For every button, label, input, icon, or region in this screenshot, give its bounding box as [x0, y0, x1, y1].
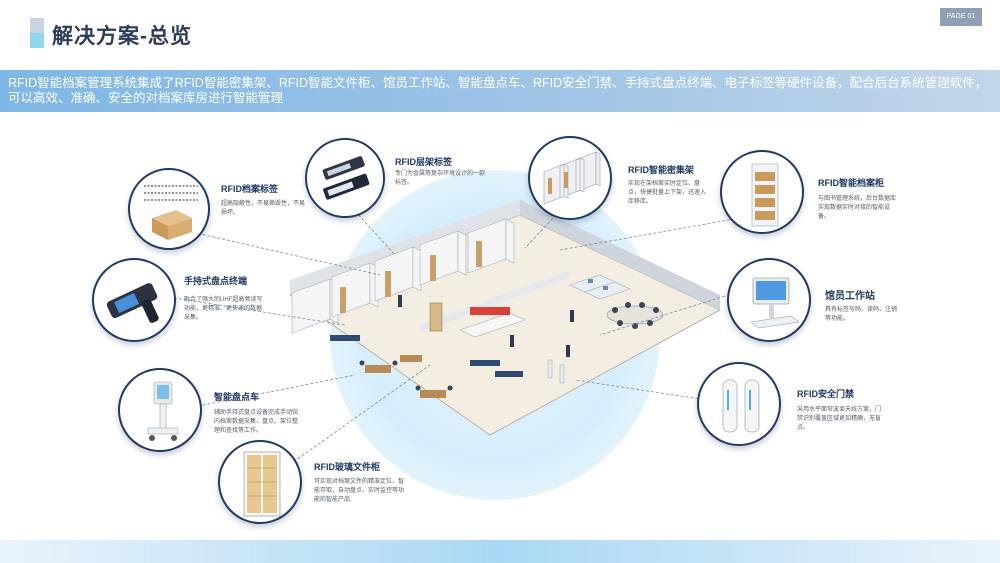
archive-cabinet-title: RFID智能档案柜	[818, 178, 884, 188]
title-accent-mark	[30, 18, 44, 48]
intro-text: RFID智能档案管理系统集成了RFID智能密集架、RFID智能文件柜、馆员工作站…	[8, 76, 993, 106]
handheld-image	[92, 258, 176, 342]
handheld-title: 手持式盘点终端	[184, 276, 248, 286]
gate-title: RFID安全门禁	[797, 389, 854, 399]
workstation-image	[727, 258, 811, 342]
archive-tag-title: RFID档案标签	[221, 184, 278, 194]
shelf-tag-desc: 专门为金属等复杂环境设计的一款标签。	[395, 171, 486, 186]
workstation-desc: 具有标签写码、读码、注销等功能。	[825, 307, 898, 322]
dense-rack-desc: 实现在架档案实时定位、盘点，快捷批量上下架，迅速入库移库。	[628, 181, 707, 205]
intro-line-1: RFID智能档案管理系统集成了RFID智能密集架、RFID智能文件柜、馆员工作站…	[8, 76, 988, 90]
gate-desc: 采用水平面窄波束天线方案，门禁识别覆盖区域更加精确，无盲点。	[797, 407, 882, 431]
archive-cabinet-image	[720, 150, 804, 234]
page-title: 解决方案-总览	[52, 25, 192, 48]
dense-rack-title: RFID智能密集架	[628, 165, 694, 175]
dense-rack-image	[528, 136, 612, 220]
archive-tag-desc: 超高隐蔽性，不易撕毁性，不易损坏。	[221, 201, 306, 216]
glass-cabinet-title: RFID玻璃文件柜	[314, 462, 380, 472]
shelf-tag-title: RFID层架标签	[395, 157, 452, 167]
glass-cabinet-image	[218, 440, 302, 524]
glass-cabinet-desc: 可实现对档案文件的精准定位、智能存取、自动盘点、实时监控等功能的智能产品	[314, 479, 405, 503]
cart-image	[118, 368, 202, 452]
workstation-title: 馆员工作站	[825, 291, 875, 302]
cart-title: 智能盘点车	[214, 392, 260, 402]
cart-desc: 辅助手持式盘点设备完成手动馆内档案数据采集、盘点、架位整理和查找等工作。	[214, 410, 299, 434]
intro-band	[0, 70, 1000, 112]
handheld-desc: 融合了强大的UHF超高频读写功能，更精准、更快速的数据采集。	[184, 297, 263, 321]
intro-line-2: 可以高效、准确、安全的对档案库房进行智能管理	[8, 91, 284, 105]
archive-cabinet-desc: 与图书管理系统，后台数据库实现数据实时对接的智能设备。	[818, 196, 897, 220]
shelf-tag-image	[305, 138, 385, 218]
archive-tag-image	[128, 168, 210, 250]
page-number-badge: PAGE 01	[940, 8, 982, 26]
footer-band	[0, 540, 1000, 563]
gate-image	[697, 362, 781, 446]
archive-room-isometric-illustration	[288, 200, 722, 436]
